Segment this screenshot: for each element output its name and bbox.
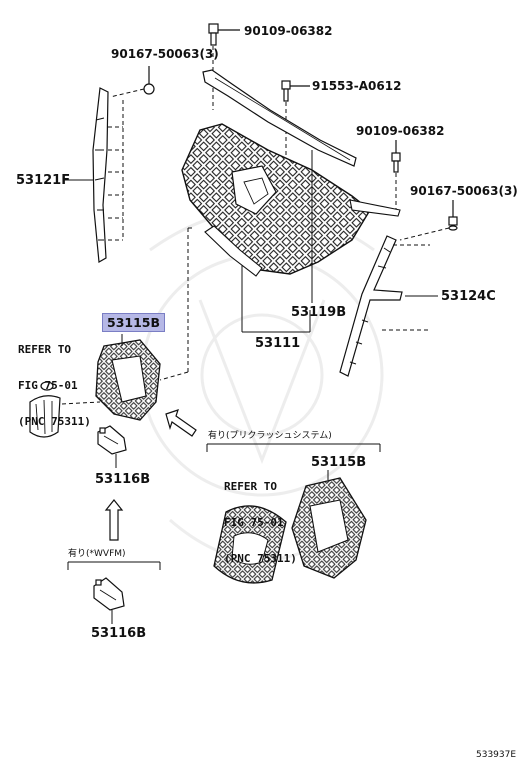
wvfm-bracket-line xyxy=(67,561,161,570)
note-wvfm: 有り(*WVFM) xyxy=(68,549,126,559)
emblem-left-part[interactable] xyxy=(29,381,61,438)
emblem-right-part[interactable] xyxy=(213,505,287,584)
refer-note-left[interactable]: REFER TO FIG 75-01 (PNC 75311) xyxy=(18,320,91,452)
part-number-grille-sub-highlighted[interactable]: 53115B xyxy=(102,313,166,332)
refer-right-line1: REFER TO xyxy=(224,480,277,493)
clip-left-icon[interactable] xyxy=(143,66,155,95)
grille-sub-right-part[interactable] xyxy=(291,477,367,579)
part-number-emblem-base[interactable]: 53119B xyxy=(291,305,347,320)
part-number-bolt-right[interactable]: 90109-06382 xyxy=(356,124,445,138)
part-number-clip-right[interactable]: 90167-50063(3) xyxy=(410,184,518,198)
refer-left-line3: (PNC 75311) xyxy=(18,415,91,428)
part-number-grille-sub-right[interactable]: 53115B xyxy=(311,455,367,470)
precrash-bracket-line xyxy=(206,443,381,452)
bolt-top-icon[interactable] xyxy=(208,23,240,46)
center-leaders xyxy=(241,150,313,333)
part-number-bolt-top[interactable]: 90109-06382 xyxy=(244,24,333,38)
diagram-code: 533937E xyxy=(476,750,517,760)
molding-left-leaders xyxy=(108,100,124,241)
note-precrash: 有り(プリクラッシュシステム) xyxy=(208,431,332,441)
part-number-clip-left[interactable]: 90167-50063(3) xyxy=(111,47,219,61)
upper-garnish-bar[interactable] xyxy=(202,69,357,167)
grille-sub-left-part[interactable] xyxy=(95,339,161,421)
part-number-bracket-upper[interactable]: 53116B xyxy=(95,472,151,487)
refer-left-line1: REFER TO xyxy=(18,343,71,356)
part-number-clip-mid[interactable]: 91553-A0612 xyxy=(312,79,402,93)
molding-left-part[interactable] xyxy=(92,87,109,263)
direction-arrow-diagonal xyxy=(165,409,197,437)
direction-arrow-up xyxy=(104,499,124,541)
install-guide-left xyxy=(159,227,192,381)
part-number-radiator-grille[interactable]: 53111 xyxy=(255,336,301,351)
clip-mid-icon[interactable] xyxy=(281,80,310,102)
part-number-molding-right[interactable]: 53124C xyxy=(441,289,496,304)
part-number-molding-left[interactable]: 53121F xyxy=(16,173,71,188)
clip-right-icon[interactable] xyxy=(448,200,458,231)
refer-right-line2: FIG 75-01 xyxy=(224,516,284,529)
molding-right-part[interactable] xyxy=(339,235,403,377)
refer-note-right[interactable]: REFER TO FIG 75-01 (PNC 75311) xyxy=(224,457,297,589)
refer-right-line3: (PNC 75311) xyxy=(224,552,297,565)
part-number-bracket-lower[interactable]: 53116B xyxy=(91,626,147,641)
molding-right-leaders xyxy=(382,244,430,331)
bolt-right-icon[interactable] xyxy=(391,140,401,173)
bracket-upper-part[interactable] xyxy=(97,425,127,455)
refer-left-line2: FIG 75-01 xyxy=(18,379,78,392)
bracket-lower-part[interactable] xyxy=(93,577,125,611)
radiator-grille-part[interactable] xyxy=(181,123,401,277)
